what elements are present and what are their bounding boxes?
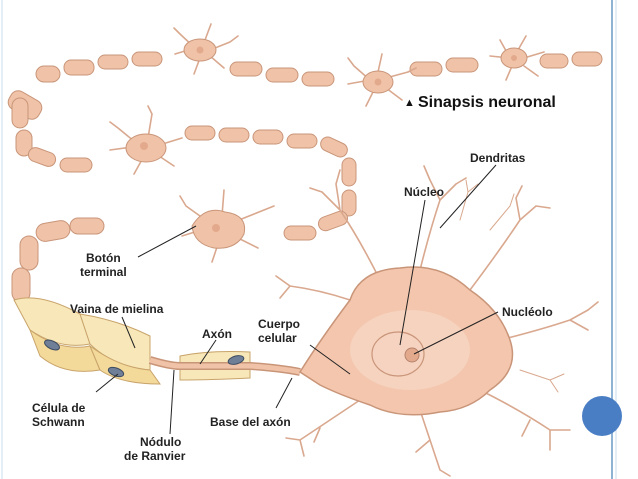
label-boton-terminal-line1: Botón: [86, 251, 121, 265]
label-celula-schwann-line2: Schwann: [32, 415, 85, 429]
schwann-nucleus-2: [107, 366, 125, 378]
nucleolus: [404, 347, 420, 363]
label-nodulo-ranvier-line1: Nódulo: [140, 435, 181, 449]
main-dendrites: [275, 165, 599, 477]
upper-axon-chain: [7, 51, 603, 241]
small-neuron-mid-1: [109, 105, 183, 175]
label-nucleolo: Nucléolo: [502, 305, 553, 319]
diagram-title: Sinapsis neuronal: [418, 94, 556, 111]
label-cuerpo-celular-line2: celular: [258, 331, 297, 345]
small-neuron-mid-2: [179, 189, 275, 263]
label-nucleo: Núcleo: [404, 185, 444, 199]
lower-axon-chain: [11, 217, 105, 303]
leader-lines: [95, 164, 499, 435]
slide-accent-dot: [582, 396, 622, 436]
label-nodulo-ranvier-line2: de Ranvier: [124, 449, 186, 463]
schwann-nucleus-1: [44, 339, 60, 351]
label-boton-terminal-line2: terminal: [80, 265, 127, 279]
label-dendritas: Dendritas: [470, 151, 526, 165]
label-cuerpo-celular-line1: Cuerpo: [258, 317, 300, 331]
schwann-nucleus-3: [227, 355, 245, 365]
label-vaina-mielina: Vaina de mielina: [70, 302, 164, 316]
small-neuron-top-2: [347, 53, 417, 107]
myelin-sheath: [13, 297, 251, 385]
axon-core-fill: [149, 357, 301, 375]
small-neuron-top-1: [173, 23, 239, 75]
label-axon: Axón: [202, 327, 232, 341]
label-celula-schwann-line1: Célula de: [32, 401, 86, 415]
small-neuron-top-3: [489, 35, 545, 81]
nucleus: [371, 331, 425, 377]
label-base-axon: Base del axón: [210, 415, 291, 429]
title-marker: ▲: [404, 97, 415, 109]
